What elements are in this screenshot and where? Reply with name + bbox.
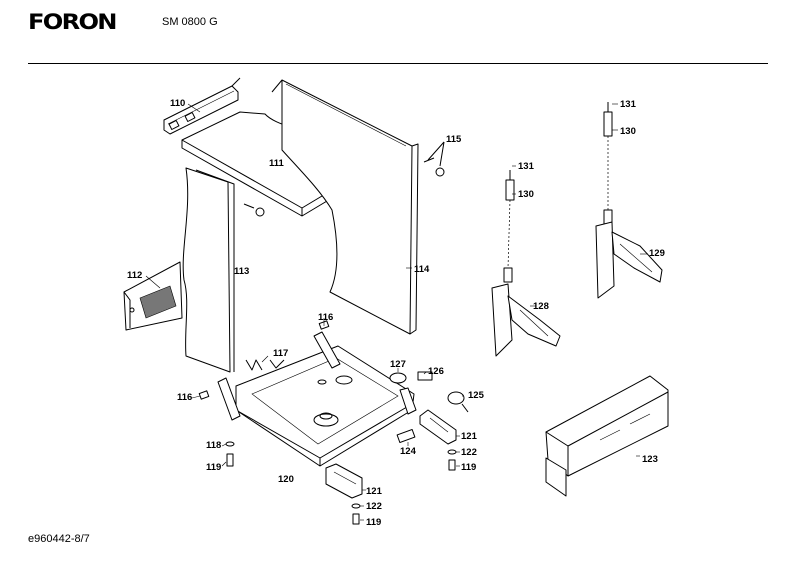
- callout-126: 126: [428, 366, 444, 377]
- callout-122-bottom: 122: [366, 501, 382, 512]
- callout-118: 118: [206, 440, 221, 451]
- part-121-foot-bracket-right: [419, 409, 457, 445]
- document-reference: e960442-8/7: [28, 533, 90, 545]
- part-screw-cap-pair: [243, 203, 265, 217]
- part-118-washer-left: [225, 441, 235, 447]
- callout-116-left: 116: [177, 392, 192, 403]
- part-123-kick-plate: [545, 375, 669, 497]
- part-120-base-tray: [217, 331, 417, 467]
- callout-128: 128: [533, 301, 549, 312]
- part-129-hinge-right: [595, 102, 663, 299]
- callout-130-right: 130: [620, 126, 636, 137]
- part-119-screw-bottom: [352, 513, 360, 525]
- part-112-side-bracket: [123, 261, 183, 331]
- callout-114: 114: [414, 264, 430, 275]
- callout-130-left: 130: [518, 189, 534, 200]
- callout-131-left: 131: [518, 161, 535, 172]
- model-number: SM 0800 G: [162, 16, 218, 28]
- part-115-screw-cap: [423, 141, 445, 177]
- part-124-terminal: [396, 429, 416, 443]
- callout-122-right: 122: [461, 447, 477, 458]
- part-117-clip: [245, 359, 285, 371]
- callout-121-bottom: 121: [366, 486, 383, 497]
- part-110-rail-bracket: [163, 77, 241, 135]
- callout-113: 113: [234, 266, 249, 277]
- callout-leaders: [145, 103, 648, 521]
- callout-124: 124: [400, 446, 417, 457]
- callout-121-right: 121: [461, 431, 478, 442]
- callout-119-bottom: 119: [366, 517, 381, 528]
- callout-112: 112: [127, 270, 142, 281]
- callout-119-left: 119: [206, 462, 221, 473]
- callout-131-right: 131: [620, 99, 637, 110]
- part-114-rear-panel: [271, 79, 419, 335]
- callout-127: 127: [390, 359, 406, 370]
- brand-logo: FORON: [28, 10, 117, 34]
- callout-125: 125: [468, 390, 485, 401]
- part-128-hinge-left: [491, 170, 561, 357]
- callout-120: 120: [278, 474, 294, 485]
- part-122-washer-bottom: [351, 503, 361, 509]
- part-119-screw-left: [226, 453, 234, 467]
- callout-129: 129: [649, 248, 665, 259]
- part-126-valve: [417, 371, 433, 381]
- callout-117: 117: [273, 348, 288, 359]
- callout-119-right: 119: [461, 462, 476, 473]
- callout-115: 115: [446, 134, 462, 145]
- callout-111: 111: [269, 158, 285, 169]
- part-121-foot-bracket-bottom: [325, 463, 363, 499]
- part-127-disk: [389, 372, 407, 384]
- part-119-screw-right: [448, 459, 456, 471]
- part-122-washer-right: [447, 449, 457, 455]
- part-125-connector: [447, 391, 469, 413]
- part-113-side-panel: [182, 167, 235, 373]
- callout-123: 123: [642, 454, 658, 465]
- callout-110: 110: [170, 98, 185, 109]
- callout-116-top: 116: [318, 312, 333, 323]
- header-divider: [28, 63, 768, 64]
